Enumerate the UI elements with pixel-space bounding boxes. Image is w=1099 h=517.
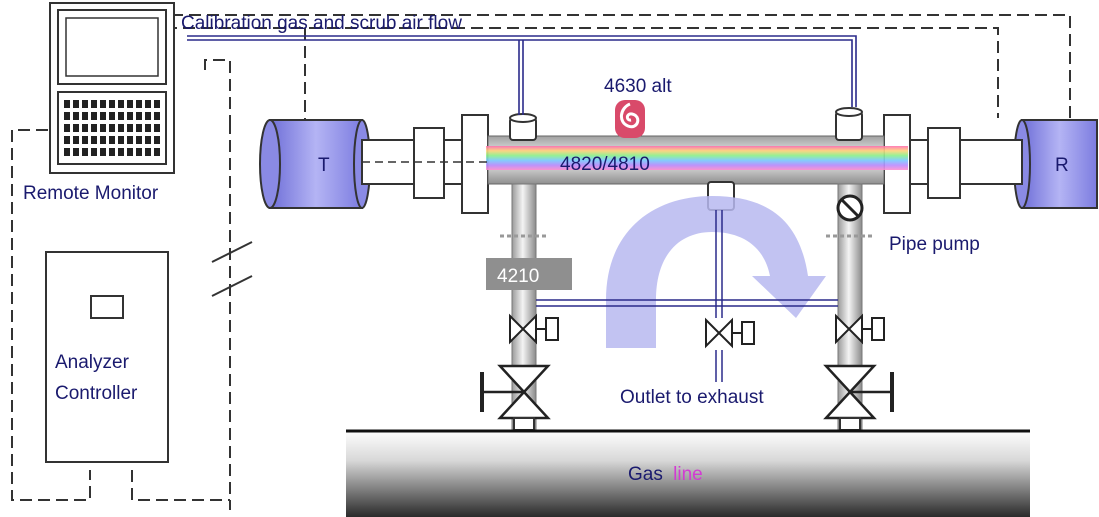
keyboard-key — [118, 124, 124, 132]
keyboard-key — [73, 100, 79, 108]
keyboard-key — [91, 148, 97, 156]
keyboard-key — [73, 148, 79, 156]
keyboard-key — [145, 136, 151, 144]
keyboard-key — [73, 136, 79, 144]
keyboard-key — [118, 136, 124, 144]
keyboard-key — [64, 136, 70, 144]
keyboard-key — [73, 124, 79, 132]
small-valve-right — [835, 313, 885, 345]
small-valve-left — [509, 313, 559, 345]
keyboard-key — [91, 136, 97, 144]
keyboard-key — [154, 100, 160, 108]
isolation-valve-right — [823, 364, 894, 420]
analyzer-controller — [45, 251, 169, 463]
analyzer-controller-label-line2: Controller — [55, 383, 138, 404]
main-model-label: 4820/4810 — [560, 154, 650, 175]
keyboard-key — [145, 124, 151, 132]
keyboard-key — [91, 100, 97, 108]
outlet-label: Outlet to exhaust — [620, 387, 764, 408]
keyboard-key — [118, 148, 124, 156]
flow-arrow — [606, 196, 826, 348]
keyboard-key — [136, 136, 142, 144]
transmitter-unit — [259, 119, 371, 209]
keyboard-key — [136, 112, 142, 120]
alt-model-label: 4630 alt — [604, 76, 672, 97]
keyboard-key — [145, 148, 151, 156]
gas-line-pipe — [346, 430, 1030, 517]
pipe-pump-label: Pipe pump — [889, 234, 980, 255]
keyboard-key — [127, 100, 133, 108]
flow-title: Calibration gas and scrub air flow — [181, 13, 462, 34]
keyboard-key — [91, 124, 97, 132]
bypass-tubing — [536, 210, 838, 382]
keyboard-key — [118, 112, 124, 120]
remote-monitor — [49, 2, 175, 174]
keyboard-key — [109, 148, 115, 156]
keyboard-key — [73, 112, 79, 120]
calibration-gas-tubing — [187, 35, 857, 115]
keyboard-key — [136, 100, 142, 108]
keyboard-key — [109, 136, 115, 144]
keyboard-key — [109, 100, 115, 108]
analyzer-controller-label-line1: Analyzer — [55, 352, 130, 373]
signal-wiring — [11, 14, 1071, 510]
left-coupling — [361, 114, 489, 214]
keyboard-key — [82, 112, 88, 120]
keyboard-key — [64, 124, 70, 132]
gas-line-label-line: line — [673, 464, 703, 485]
keyboard-key — [82, 136, 88, 144]
keyboard-key — [100, 100, 106, 108]
isolation-valve-left — [480, 364, 551, 420]
keyboard-key — [82, 148, 88, 156]
model-4210-box — [486, 258, 572, 290]
keyboard-key — [154, 124, 160, 132]
gas-line-label: Gas line — [628, 464, 703, 485]
keyboard-key — [100, 112, 106, 120]
keyboard-key — [100, 148, 106, 156]
keyboard-key — [127, 148, 133, 156]
keyboard-key — [82, 100, 88, 108]
purge-ports — [509, 107, 863, 141]
keyboard-key — [64, 100, 70, 108]
wire-break-marks — [211, 241, 253, 297]
remote-monitor-label: Remote Monitor — [23, 183, 159, 204]
keyboard-key — [109, 124, 115, 132]
receiver-label: R — [1055, 155, 1069, 176]
gas-line-label-gas: Gas — [628, 464, 663, 485]
keyboard-key — [136, 148, 142, 156]
keyboard-key — [82, 124, 88, 132]
small-valve-center — [705, 317, 755, 349]
keyboard-key — [154, 148, 160, 156]
keyboard-key — [91, 112, 97, 120]
keyboard-key — [100, 124, 106, 132]
keyboard-key — [127, 136, 133, 144]
keyboard-key — [118, 100, 124, 108]
keyboard-key — [127, 112, 133, 120]
keyboard-key — [64, 112, 70, 120]
keyboard-key — [136, 124, 142, 132]
keyboard-key — [154, 136, 160, 144]
keyboard-key — [109, 112, 115, 120]
transmitter-label: T — [318, 155, 330, 176]
keyboard-keys — [64, 100, 160, 156]
alt-detector-icon — [615, 100, 645, 138]
keyboard-key — [145, 112, 151, 120]
keyboard-key — [127, 124, 133, 132]
keyboard-key — [64, 148, 70, 156]
valve-stubs — [513, 417, 861, 431]
laser-beam — [486, 146, 908, 170]
keyboard-key — [100, 136, 106, 144]
pipe-pump-icon — [836, 194, 864, 222]
keyboard-key — [154, 112, 160, 120]
keyboard-key — [145, 100, 151, 108]
model-4210-label: 4210 — [497, 266, 539, 287]
receiver-unit — [1013, 119, 1098, 209]
